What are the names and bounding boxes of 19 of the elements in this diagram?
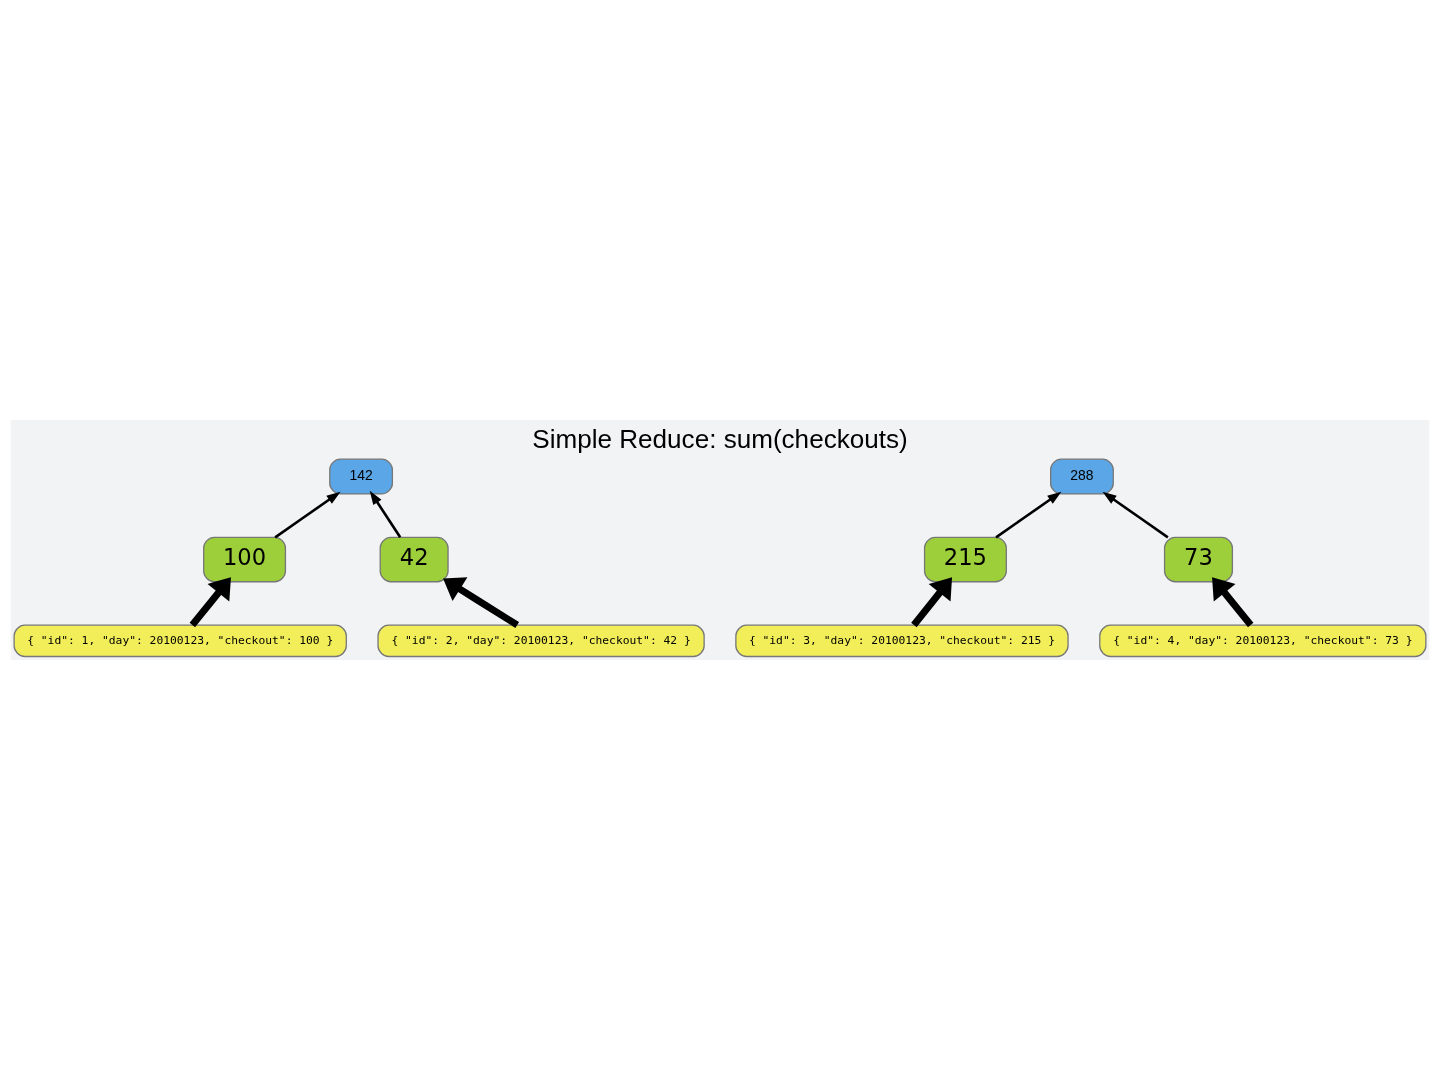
node-box: { "id": 3, "day": 20100123, "checkout": 215 } xyxy=(735,624,1069,658)
node-box: 42 xyxy=(379,536,449,583)
node-box: { "id": 1, "day": 20100123, "checkout": 100 } xyxy=(13,624,347,658)
diagram-title: Simple Reduce: sum(checkouts) xyxy=(532,423,908,454)
arrow xyxy=(189,577,231,628)
arrow xyxy=(1102,491,1169,539)
node-box: 142 xyxy=(329,458,394,495)
arrow xyxy=(911,577,953,628)
node-box: 100 xyxy=(203,536,287,583)
arrow xyxy=(1212,577,1254,628)
arrow xyxy=(274,491,341,539)
arrow xyxy=(369,490,402,539)
arrow xyxy=(443,577,520,628)
node-box: 215 xyxy=(923,536,1007,583)
node-box: { "id": 4, "day": 20100123, "checkout": 73 } xyxy=(1099,624,1427,658)
node-box: 288 xyxy=(1050,458,1114,495)
node-box: { "id": 2, "day": 20100123, "checkout": 42 } xyxy=(377,624,705,658)
node-box: 73 xyxy=(1163,536,1234,583)
arrow xyxy=(995,491,1062,539)
